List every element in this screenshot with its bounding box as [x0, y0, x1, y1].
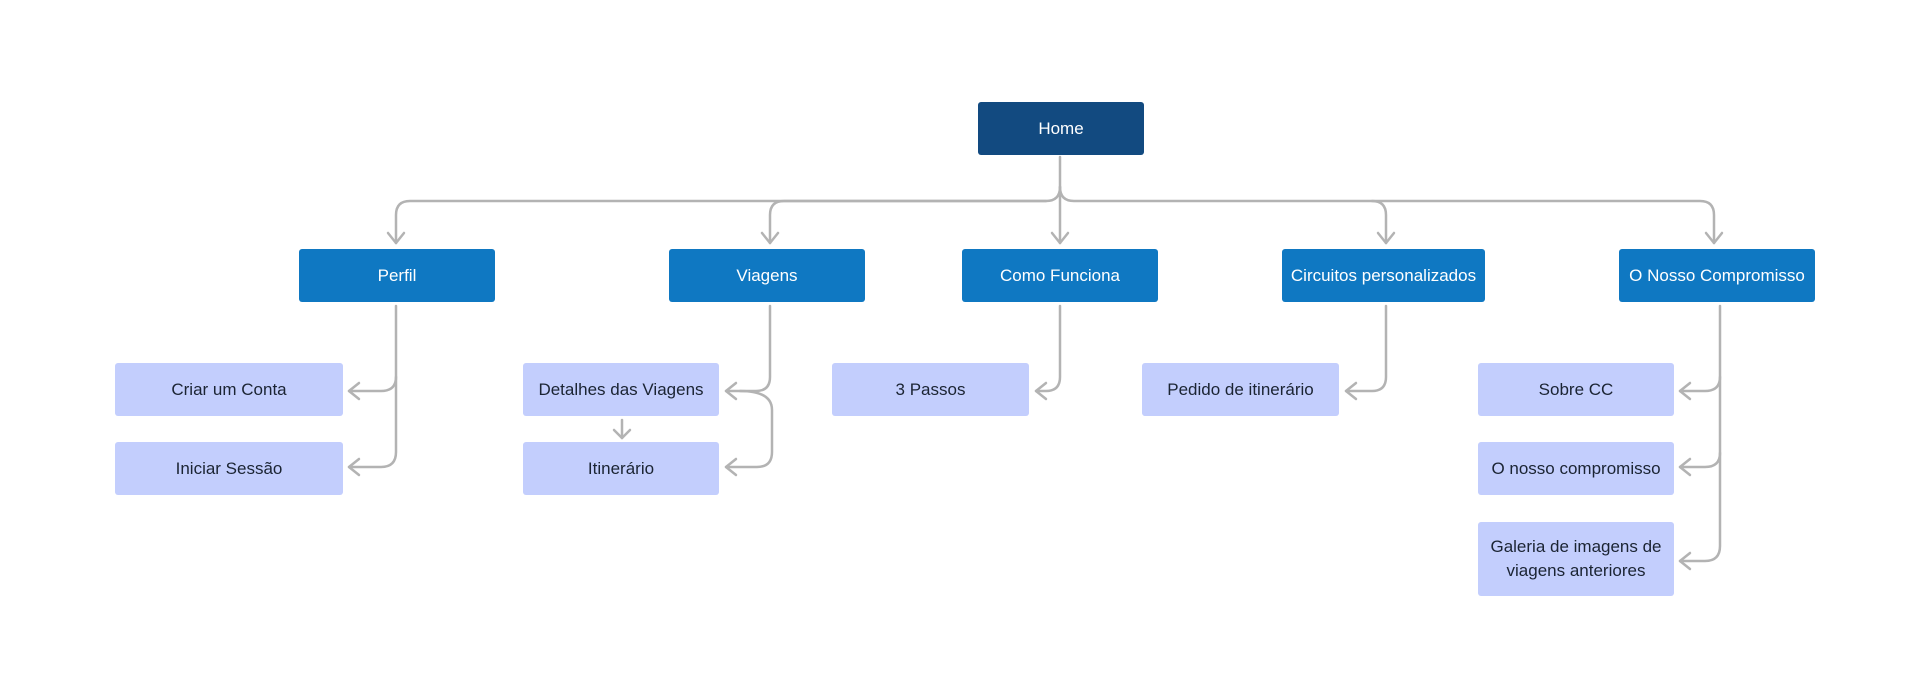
connector-compromisso-children — [1678, 304, 1722, 571]
node-3-passos: 3 Passos — [832, 363, 1029, 416]
connector-como-funciona-children — [1034, 304, 1062, 401]
node-como-funciona: Como Funciona — [962, 249, 1158, 302]
node-pedido-itinerario: Pedido de itinerário — [1142, 363, 1339, 416]
node-sobre-cc: Sobre CC — [1478, 363, 1674, 416]
node-home: Home — [978, 102, 1144, 155]
connector-viagens-children — [612, 304, 774, 477]
connector-perfil-children — [347, 304, 398, 477]
node-perfil: Perfil — [299, 249, 495, 302]
node-detalhes-viagens: Detalhes das Viagens — [523, 363, 719, 416]
node-viagens: Viagens — [669, 249, 865, 302]
node-criar-conta: Criar um Conta — [115, 363, 343, 416]
connector-circuitos-children — [1344, 304, 1388, 401]
node-o-nosso-compromisso: O Nosso Compromisso — [1619, 249, 1815, 302]
node-galeria-imagens: Galeria de imagens de viagens anteriores — [1478, 522, 1674, 596]
node-circuitos-personalizados: Circuitos personalizados — [1282, 249, 1485, 302]
node-itinerario: Itinerário — [523, 442, 719, 495]
node-iniciar-sessao: Iniciar Sessão — [115, 442, 343, 495]
connector-home-to-sections — [386, 155, 1724, 245]
node-o-nosso-compromisso-page: O nosso compromisso — [1478, 442, 1674, 495]
